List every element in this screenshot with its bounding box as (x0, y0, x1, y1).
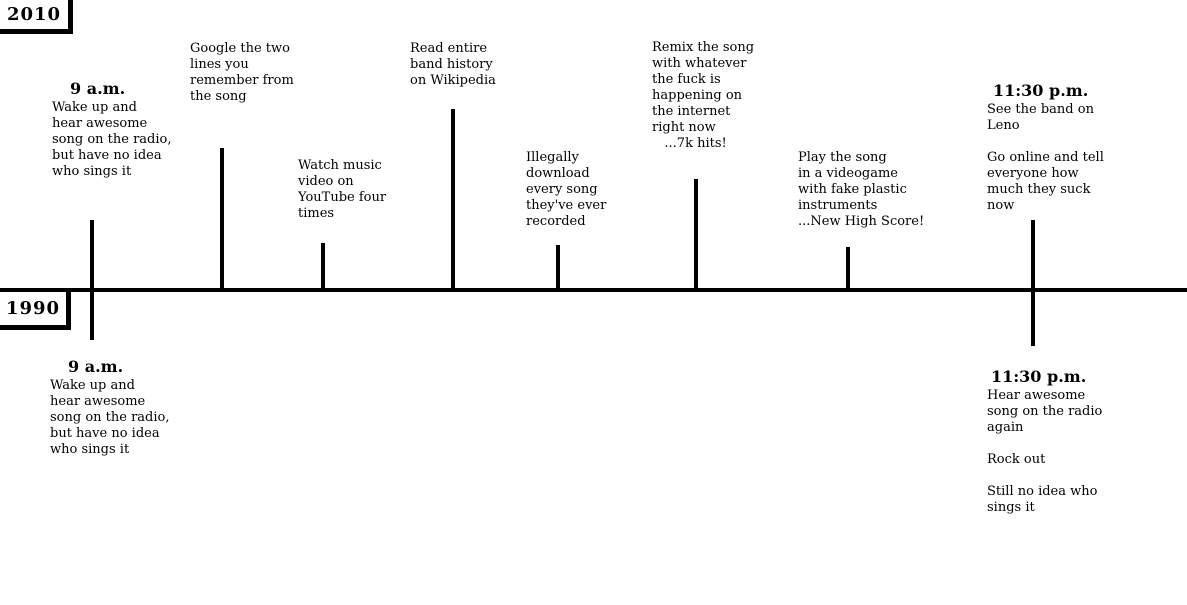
tick-youtube (321, 243, 325, 292)
tick-google (220, 148, 224, 292)
era-2010-year-box: 2010 (0, 0, 73, 34)
event-2010-9am-text: Wake up and hear awesome song on the rad… (52, 100, 172, 179)
event-1990-9am-time: 9 a.m. (68, 357, 124, 376)
era-1990-year-label: 1990 (5, 298, 61, 319)
event-1990-9am-text: Wake up and hear awesome song on the rad… (50, 378, 170, 457)
event-2010-9am-time: 9 a.m. (70, 79, 126, 98)
timeline-axis (0, 288, 1187, 292)
event-remix-text: Remix the song with whatever the fuck is… (652, 40, 755, 151)
event-google-text: Google the two lines you remember from t… (190, 41, 294, 104)
event-download-text: Illegally download every song they've ev… (526, 150, 607, 229)
event-2010-9am: 9 a.m. Wake up and hear awesome song on … (52, 78, 202, 180)
event-youtube-text: Watch music video on YouTube four times (298, 158, 387, 221)
event-2010-1130pm-text: See the band on Leno Go online and tell … (987, 102, 1104, 213)
tick-wikipedia (451, 109, 455, 292)
tick-download (556, 245, 560, 292)
tick-9am (90, 220, 94, 340)
event-1990-1130pm-time: 11:30 p.m. (991, 367, 1087, 386)
event-1990-1130pm: 11:30 p.m. Hear awesome song on the radi… (987, 366, 1147, 516)
era-1990-year-box: 1990 (0, 292, 71, 330)
event-1990-1130pm-text: Hear awesome song on the radio again Roc… (987, 388, 1103, 515)
event-videogame-text: Play the song in a videogame with fake p… (798, 150, 925, 229)
event-2010-1130pm: 11:30 p.m. See the band on Leno Go onlin… (987, 80, 1147, 214)
event-1990-9am: 9 a.m. Wake up and hear awesome song on … (50, 356, 200, 458)
era-2010-year-label: 2010 (6, 4, 62, 25)
tick-videogame (846, 247, 850, 292)
event-2010-1130pm-time: 11:30 p.m. (993, 81, 1089, 100)
tick-1130pm (1031, 220, 1035, 346)
event-wikipedia-text: Read entire band history on Wikipedia (410, 41, 496, 88)
tick-remix (694, 179, 698, 292)
